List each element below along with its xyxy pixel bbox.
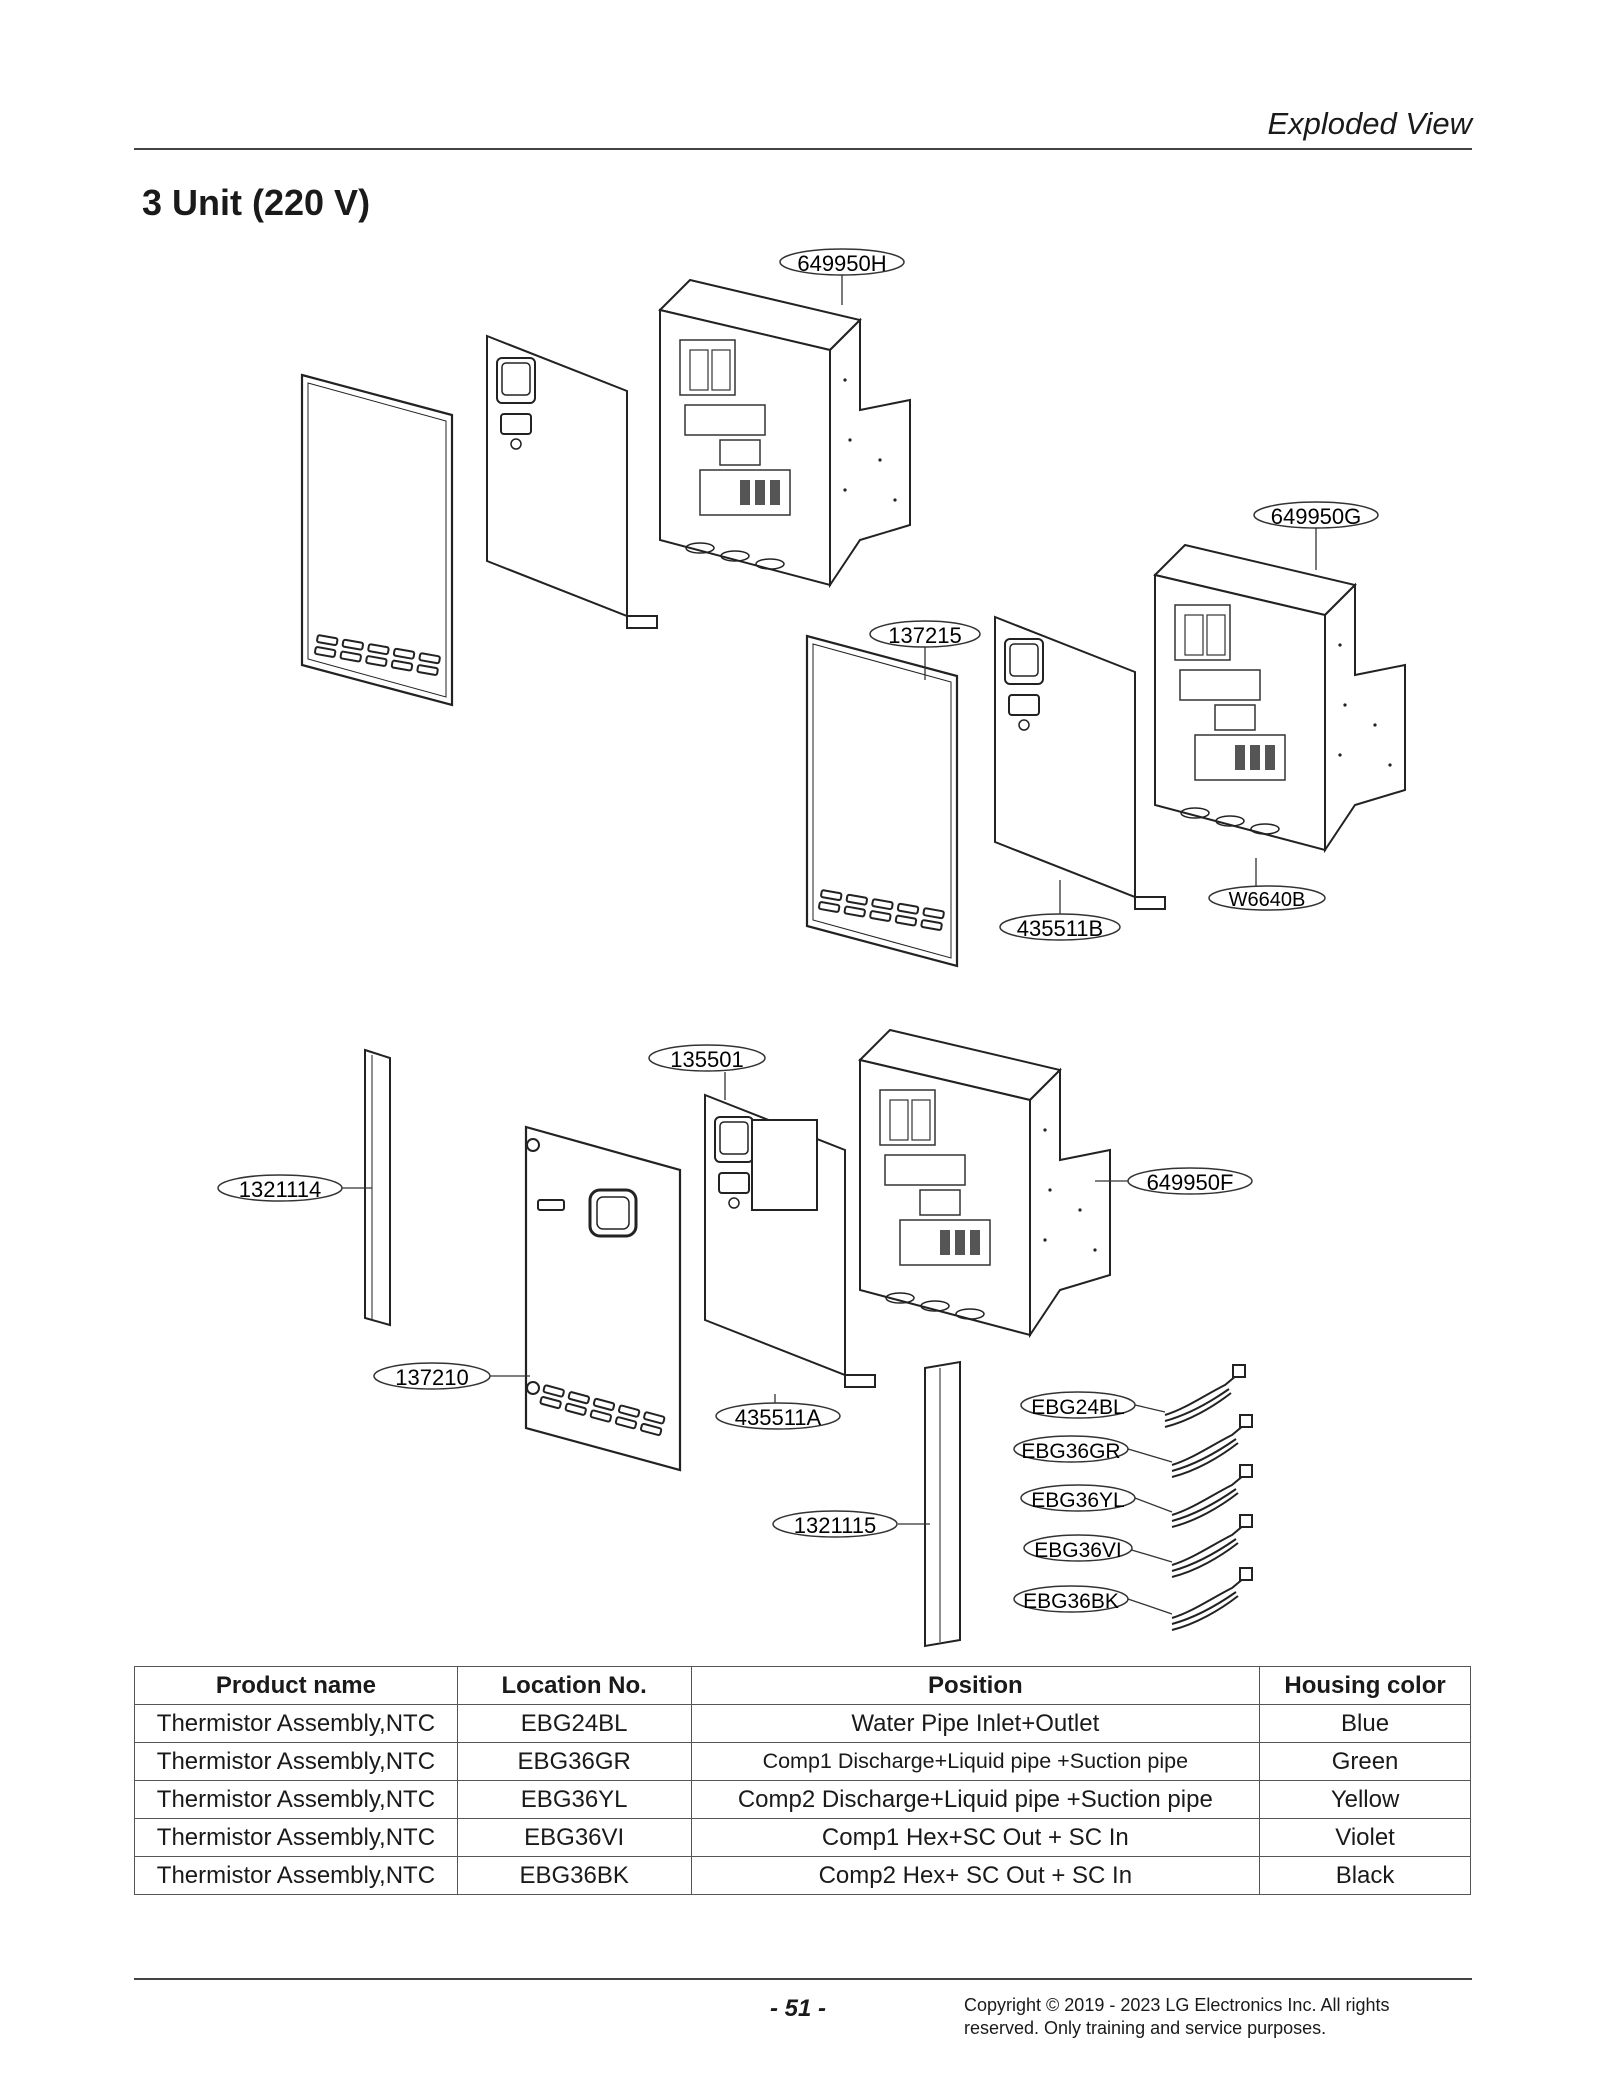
cell-product-name: Thermistor Assembly,NTC xyxy=(134,1742,458,1781)
callout-649950H: 649950H xyxy=(779,248,905,276)
sensor-EBG24BL xyxy=(1164,1364,1246,1428)
callout-135501: 135501 xyxy=(648,1044,766,1072)
callout-EBG24BL: EBG24BL xyxy=(1020,1391,1136,1419)
cell-location-no: EBG36VI xyxy=(456,1818,692,1857)
column-header-product-name: Product name xyxy=(134,1666,458,1705)
panel-137215-top xyxy=(300,373,454,707)
copyright-line: reserved. Only training and service purp… xyxy=(964,2018,1327,2038)
callout-label: 435511A xyxy=(735,1405,822,1430)
cell-product-name: Thermistor Assembly,NTC xyxy=(134,1856,458,1895)
cell-position: Comp2 Hex+ SC Out + SC In xyxy=(690,1856,1261,1895)
callout-W6640B: W6640B xyxy=(1208,885,1326,911)
callout-label: W6640B xyxy=(1229,889,1306,911)
cell-housing-color: Yellow xyxy=(1259,1780,1471,1819)
callout-EBG36VI: EBG36VI xyxy=(1023,1534,1133,1562)
cell-location-no: EBG36GR xyxy=(456,1742,692,1781)
front-door-137210 xyxy=(524,1125,682,1472)
cell-position: Comp1 Discharge+Liquid pipe +Suction pip… xyxy=(690,1742,1261,1781)
callout-label: EBG36BK xyxy=(1023,1590,1119,1613)
callout-137215: 137215 xyxy=(869,620,981,648)
column-header-housing-color: Housing color xyxy=(1259,1666,1471,1705)
callout-label: 137210 xyxy=(395,1365,468,1390)
cell-location-no: EBG24BL xyxy=(456,1704,692,1743)
callout-137210: 137210 xyxy=(373,1362,491,1390)
column-header-position: Position xyxy=(690,1666,1261,1705)
cell-location-no: EBG36YL xyxy=(456,1780,692,1819)
callout-label: 1321114 xyxy=(239,1177,321,1202)
callout-EBG36BK: EBG36BK xyxy=(1013,1585,1129,1613)
cell-position: Comp2 Discharge+Liquid pipe +Suction pip… xyxy=(690,1780,1261,1819)
cabinet-649950G xyxy=(1154,544,1406,851)
cell-housing-color: Green xyxy=(1259,1742,1471,1781)
parts-table: Product name Location No. Position Housi… xyxy=(134,1666,1471,1895)
cell-product-name: Thermistor Assembly,NTC xyxy=(134,1818,458,1857)
cell-product-name: Thermistor Assembly,NTC xyxy=(134,1780,458,1819)
page-number: - 51 - xyxy=(770,1995,827,2022)
callout-EBG36YL: EBG36YL xyxy=(1020,1484,1136,1512)
table-header-row: Product name Location No. Position Housi… xyxy=(134,1666,1471,1705)
table-row: Thermistor Assembly,NTC EBG36YL Comp2 Di… xyxy=(134,1780,1471,1819)
cell-position: Comp1 Hex+SC Out + SC In xyxy=(690,1818,1261,1857)
cabinet-649950F xyxy=(859,1029,1111,1336)
cell-location-no: EBG36BK xyxy=(456,1856,692,1895)
callout-label: 435511B xyxy=(1017,916,1103,941)
callout-label: EBG36VI xyxy=(1034,1539,1122,1562)
panel-435511B xyxy=(994,616,1166,910)
callout-649950G: 649950G xyxy=(1253,501,1379,529)
exploded-view-diagram: 649950H 649950G 137215 W6640B 435511B 13… xyxy=(217,248,1406,1648)
copyright-line: Copyright © 2019 - 2023 LG Electronics I… xyxy=(964,1995,1390,2015)
callout-label: 649950G xyxy=(1271,504,1362,529)
callout-label: EBG24BL xyxy=(1031,1396,1124,1419)
cell-position: Water Pipe Inlet+Outlet xyxy=(690,1704,1261,1743)
cell-housing-color: Violet xyxy=(1259,1818,1471,1857)
callout-label: 649950H xyxy=(797,251,886,276)
column-header-location-no: Location No. xyxy=(456,1666,692,1705)
callout-label: 137215 xyxy=(888,623,961,648)
page-header-title: Exploded View xyxy=(1267,106,1472,141)
table-row: Thermistor Assembly,NTC EBG36BK Comp2 He… xyxy=(134,1856,1471,1895)
callout-label: 135501 xyxy=(670,1047,743,1072)
callout-label: EBG36YL xyxy=(1031,1489,1124,1512)
callout-435511B: 435511B xyxy=(999,913,1121,941)
cell-housing-color: Blue xyxy=(1259,1704,1471,1743)
callout-label: EBG36GR xyxy=(1021,1440,1120,1463)
leader-lines xyxy=(340,274,1317,1615)
callout-label: 649950F xyxy=(1147,1170,1234,1195)
table-row: Thermistor Assembly,NTC EBG36VI Comp1 He… xyxy=(134,1818,1471,1857)
section-title: 3 Unit (220 V) xyxy=(142,182,371,223)
footer-divider xyxy=(134,1978,1472,1980)
cell-product-name: Thermistor Assembly,NTC xyxy=(134,1704,458,1743)
callout-649950F: 649950F xyxy=(1127,1167,1253,1195)
cell-housing-color: Black xyxy=(1259,1856,1471,1895)
panel-435511A xyxy=(704,1094,876,1388)
table-row: Thermistor Assembly,NTC EBG36GR Comp1 Di… xyxy=(134,1742,1471,1781)
callout-EBG36GR: EBG36GR xyxy=(1013,1435,1129,1463)
callout-435511A: 435511A xyxy=(715,1402,841,1430)
header-divider xyxy=(134,148,1472,150)
callout-1321114: 1321114 xyxy=(217,1174,343,1202)
copyright-notice: Copyright © 2019 - 2023 LG Electronics I… xyxy=(964,1994,1464,2040)
callout-1321115: 1321115 xyxy=(772,1510,898,1538)
callout-label: 1321115 xyxy=(794,1513,876,1538)
panel-435511-top xyxy=(486,335,658,629)
panel-137215 xyxy=(805,634,959,968)
cabinet-649950H xyxy=(659,279,911,586)
sensor-EBG36BK xyxy=(1171,1567,1253,1631)
table-row: Thermistor Assembly,NTC EBG24BL Water Pi… xyxy=(134,1704,1471,1743)
side-bracket-1321115 xyxy=(924,1360,961,1648)
